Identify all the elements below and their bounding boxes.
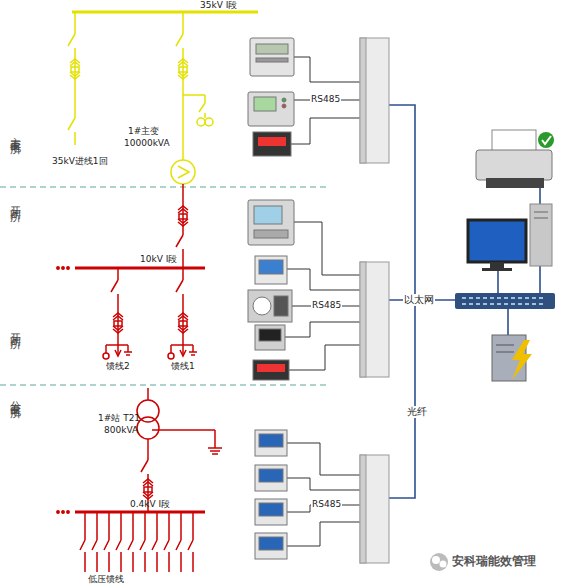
gateway-device	[360, 38, 389, 563]
text-label: 1#主变	[128, 126, 159, 136]
zone-divider	[0, 187, 330, 385]
text-label: RS485	[310, 94, 341, 104]
text-label: RS485	[311, 499, 342, 509]
watermark-icon	[430, 553, 448, 571]
network-switch	[455, 293, 555, 309]
rs485-wire	[285, 57, 360, 546]
zone-label: 主变电所	[8, 128, 21, 136]
text-label: 馈线2	[106, 361, 130, 371]
zone-label: 开闭所	[8, 198, 21, 204]
text-label: 10000kVA	[124, 138, 170, 148]
text-label: 馈线1	[171, 361, 195, 371]
text-label: 以太网	[403, 294, 435, 306]
text-label: 35kV进线1回	[52, 156, 108, 166]
text-label: 800kVA	[104, 425, 138, 435]
text-label: 35kV Ⅰ段	[200, 0, 237, 10]
meter-device	[248, 38, 294, 559]
text-label: 光纤	[406, 406, 428, 418]
server-icon	[492, 335, 532, 381]
text-label: RS485	[311, 300, 342, 310]
text-label: 低压馈线	[88, 574, 124, 584]
text-label: 10kV Ⅰ段	[140, 254, 177, 264]
zone-label: 开闭所	[8, 325, 21, 331]
computer-icon	[468, 204, 552, 271]
mv-section	[57, 184, 222, 572]
text-label: 1#站 T21	[98, 413, 140, 423]
zone-label: 分变电所	[8, 392, 21, 400]
text-label: 安科瑞能效管理	[452, 555, 536, 569]
text-label: 0.4kV Ⅰ段	[130, 499, 170, 509]
printer-icon	[476, 130, 554, 188]
